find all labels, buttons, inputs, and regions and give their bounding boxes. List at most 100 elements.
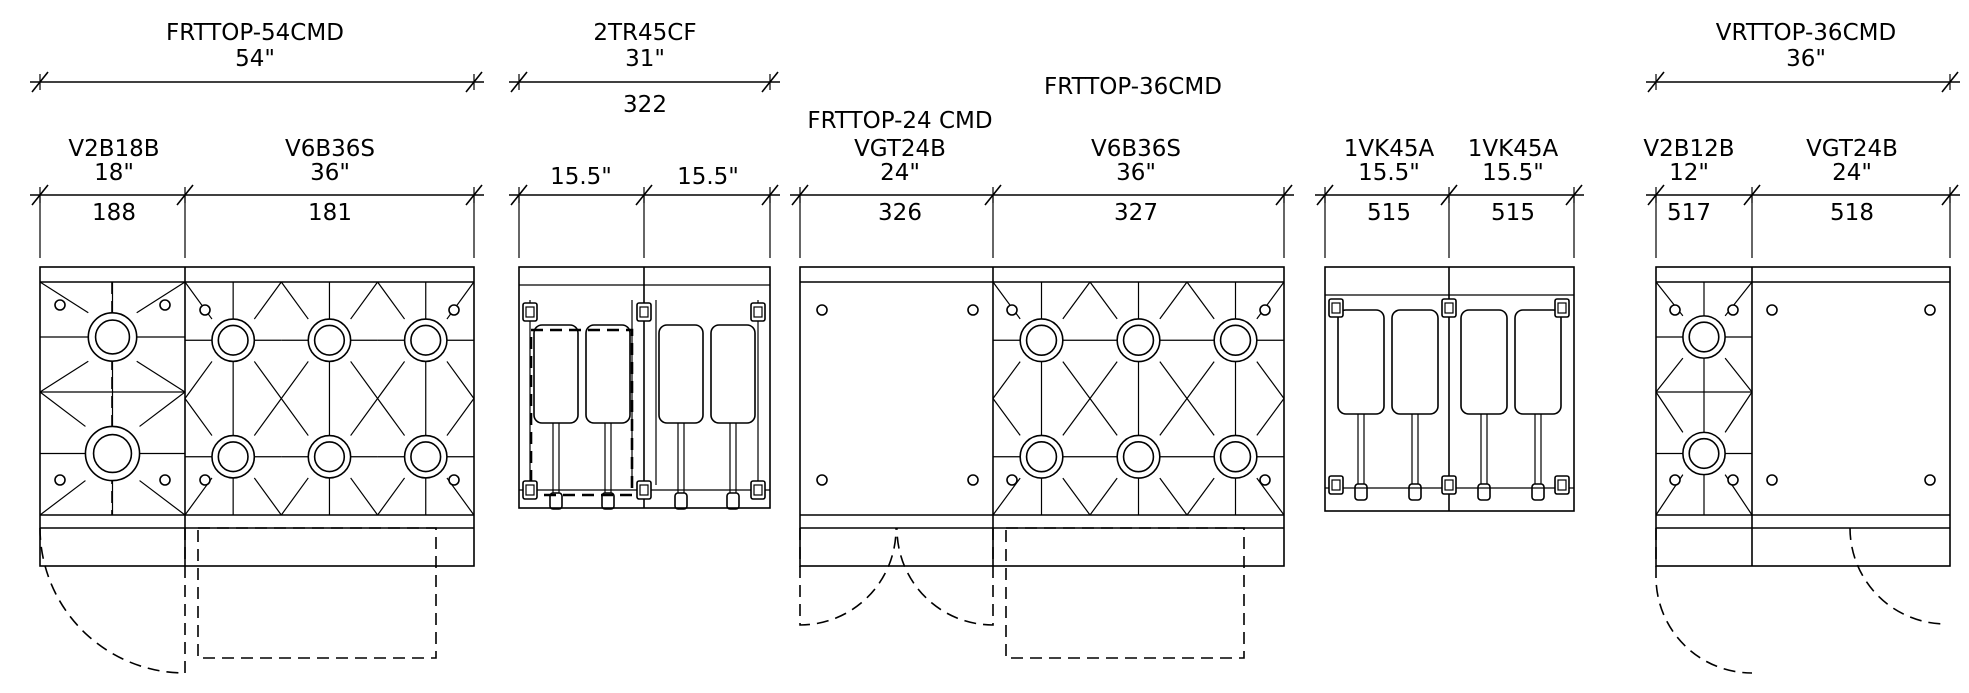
mount-dot-13 xyxy=(1259,304,1271,316)
grate-line-4-d xyxy=(350,361,379,399)
grate-line-8-c xyxy=(992,361,1021,399)
grate-line-12-d xyxy=(1256,361,1285,399)
mount-dot-8 xyxy=(816,304,828,316)
basket-6 xyxy=(1460,309,1508,415)
basket-3 xyxy=(710,324,756,424)
grate-line-7-b xyxy=(446,398,475,436)
grate-line-4-b xyxy=(350,281,379,320)
group-model-frttop-24cmd: FRTTOP-24 CMD xyxy=(807,108,992,134)
frttop-36cmd-body xyxy=(799,266,1285,567)
caster-7 xyxy=(1554,298,1570,318)
unit-item-188: 188 xyxy=(92,200,136,226)
unit-model-v2b18b: V2B18B xyxy=(68,136,159,162)
mount-dot-19 xyxy=(1727,474,1739,486)
door-swings xyxy=(39,527,1947,674)
grate-line-3-d xyxy=(253,477,282,516)
caster-8 xyxy=(1441,298,1457,318)
grate-line-8-d xyxy=(1062,361,1091,399)
grate-line-7-c xyxy=(377,477,406,516)
caster-3 xyxy=(522,480,538,500)
burner-ring-inner-6 xyxy=(410,324,442,356)
mounting-dots xyxy=(54,299,1936,486)
oven-door-outline-2 xyxy=(1005,527,1245,659)
unit-model-vgt24b-b: VGT24B xyxy=(1806,136,1898,162)
grate-line-10-a xyxy=(1089,281,1118,320)
grate-line-12-a xyxy=(1186,281,1215,320)
grate-line-4-c xyxy=(280,361,309,399)
unit-model-vgt24b-a: VGT24B xyxy=(854,136,946,162)
grate-line-9-a xyxy=(992,398,1021,436)
group-model-frttop-36cmd: FRTTOP-36CMD xyxy=(1044,74,1222,100)
grate-line-11-d xyxy=(1159,477,1188,516)
unit-size-24-b: 24" xyxy=(1832,160,1872,186)
burner-ring-inner-3 xyxy=(217,441,249,473)
grate-line-11-c xyxy=(1089,477,1118,516)
caster-11 xyxy=(1441,475,1457,495)
mount-dot-18 xyxy=(1669,474,1681,486)
mount-dot-1 xyxy=(159,299,171,311)
labels: FRTTOP-54CMD 54" 2TR45CF 31" 322 FRTTOP-… xyxy=(68,20,1898,226)
caster-inner-8 xyxy=(1444,302,1454,314)
vrttop-36cmd-body xyxy=(1655,266,1951,567)
mount-dot-11 xyxy=(967,474,979,486)
caster-inner-4 xyxy=(753,484,763,496)
grate-line-7-a xyxy=(377,398,406,436)
caster-inner-6 xyxy=(1331,302,1341,314)
caster-inner-5 xyxy=(639,484,649,496)
unit-size-36-a: 36" xyxy=(310,160,350,186)
mount-dot-17 xyxy=(1727,304,1739,316)
burner-ring-inner-5 xyxy=(313,441,346,473)
mount-dot-16 xyxy=(1669,304,1681,316)
grate-line-4-a xyxy=(280,281,309,320)
mount-dot-0 xyxy=(54,299,66,311)
grate-line-13-c xyxy=(1186,477,1215,516)
basket-grip-5 xyxy=(1408,483,1422,501)
unit-model-1vk45a-a: 1VK45A xyxy=(1344,136,1435,162)
basket-grip-6 xyxy=(1477,483,1491,501)
basket-1 xyxy=(585,324,631,424)
unit-item-518: 518 xyxy=(1830,200,1874,226)
grate-line-9-b xyxy=(1062,398,1091,436)
basket-grip-0 xyxy=(549,492,563,510)
door-swing-1 xyxy=(39,527,186,674)
mount-dot-5 xyxy=(448,304,460,316)
burner-ring-inner-8 xyxy=(1025,324,1058,356)
group-size-54: 54" xyxy=(235,46,275,72)
unit-model-v6b36s-a: V6B36S xyxy=(285,136,375,162)
caster-inner-11 xyxy=(1444,479,1454,491)
basket-grip-7 xyxy=(1531,483,1545,501)
mount-dot-14 xyxy=(1006,474,1018,486)
burner-ring-inner-1 xyxy=(92,433,133,474)
grate-line-6-a xyxy=(377,281,406,320)
door-swing-3 xyxy=(896,527,994,626)
caster-inner-2 xyxy=(639,306,649,318)
mount-dot-22 xyxy=(1766,474,1778,486)
group-item-322: 322 xyxy=(623,92,667,118)
unit-item-515-a: 515 xyxy=(1367,200,1411,226)
unit-item-517: 517 xyxy=(1667,200,1711,226)
group-model-frttop-54cmd: FRTTOP-54CMD xyxy=(166,20,344,46)
door-swing-5 xyxy=(1849,527,1947,625)
grate-line-0-b xyxy=(136,281,186,314)
caster-10 xyxy=(1554,475,1570,495)
caster-1 xyxy=(750,302,766,322)
group-model-vrttop-36cmd: VRTTOP-36CMD xyxy=(1716,20,1896,46)
grate-line-6-c xyxy=(377,361,406,399)
dimension-lines xyxy=(30,71,1960,258)
caster-6 xyxy=(1328,298,1344,318)
burner-ring-inner-11 xyxy=(1122,441,1155,473)
grate-line-14-c xyxy=(1655,357,1684,393)
door-swing-2 xyxy=(799,527,897,626)
grate-line-6-d xyxy=(446,361,475,399)
mount-dot-4 xyxy=(199,304,211,316)
mount-dot-21 xyxy=(1924,304,1936,316)
caster-0 xyxy=(522,302,538,322)
grate-line-10-d xyxy=(1159,361,1188,399)
burner-ring-inner-4 xyxy=(313,324,346,356)
grate-line-15-b xyxy=(1724,391,1753,433)
grate-line-1-a xyxy=(39,391,86,427)
unit-size-15-5-d: 15.5" xyxy=(1482,160,1544,186)
unit-item-181: 181 xyxy=(308,200,352,226)
unit-size-36-b: 36" xyxy=(1116,160,1156,186)
grate-line-13-a xyxy=(1186,398,1215,436)
